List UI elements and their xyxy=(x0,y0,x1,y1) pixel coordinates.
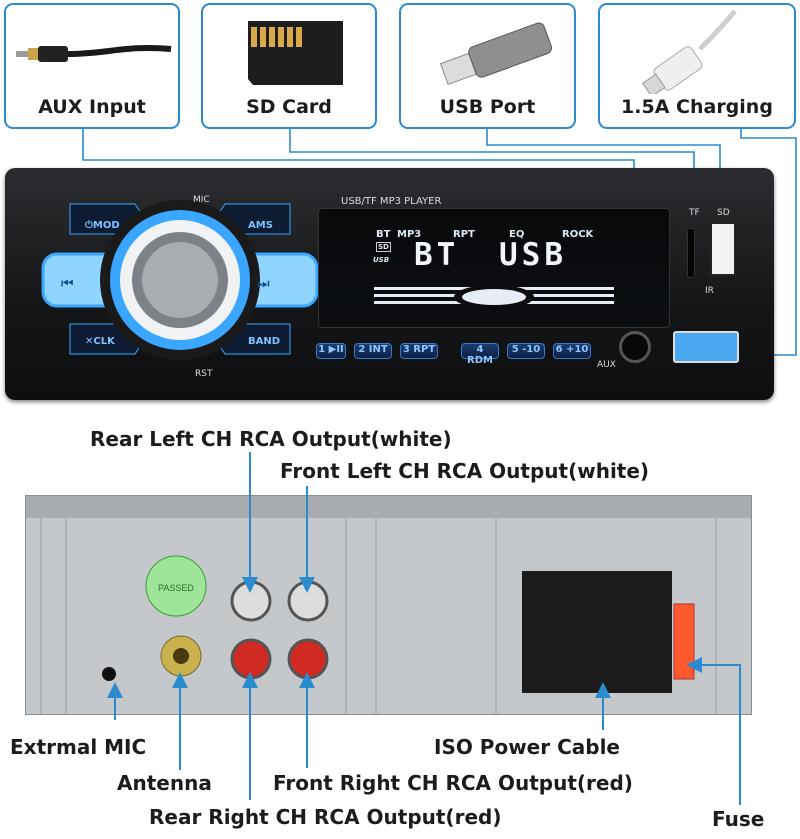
radio-front-panel: MIC RST ⏻MOD AMS ✕CLK BAND ⏮ ⏭ USB/TF MP… xyxy=(5,168,774,400)
tf-slot-label: TF xyxy=(689,208,700,218)
front-left-label: Front Left CH RCA Output(white) xyxy=(280,459,650,483)
power-icon: ⏻ xyxy=(85,220,93,231)
aux-jack[interactable] xyxy=(619,331,651,363)
lcd-mp3-indicator: MP3 xyxy=(397,229,422,240)
ams-button[interactable]: AMS xyxy=(248,220,273,231)
lcd-big-left: BT xyxy=(414,237,460,273)
radio-back-panel: PASSED xyxy=(25,495,752,715)
preset-button-3[interactable]: 3 RPT xyxy=(400,343,438,359)
band-button[interactable]: BAND xyxy=(248,336,281,347)
preset-button-6[interactable]: 6 +10 xyxy=(553,343,591,359)
usb-cable-icon xyxy=(641,9,737,94)
tf-card-slot[interactable] xyxy=(687,228,695,278)
lcd-equalizer-graphic xyxy=(374,285,614,309)
prev-button[interactable]: ⏮ xyxy=(61,276,74,292)
lcd-rpt-indicator: RPT xyxy=(453,229,475,240)
mute-icon: ✕ xyxy=(85,336,94,347)
front-right-label: Front Right CH RCA Output(red) xyxy=(273,771,633,795)
preset-button-4[interactable]: 4 RDM xyxy=(461,343,499,366)
callout-label: AUX Input xyxy=(38,96,146,118)
callout-label: 1.5A Charging xyxy=(621,96,773,118)
charging-usb-port[interactable] xyxy=(673,331,739,363)
lcd-eq-indicator: EQ xyxy=(509,229,525,240)
iso-power-label: ISO Power Cable xyxy=(434,735,620,759)
usb-port[interactable] xyxy=(710,222,736,276)
next-button[interactable]: ⏭ xyxy=(257,276,270,292)
preset-button-1[interactable]: 1 ▶II xyxy=(316,343,346,359)
callout-aux-input: AUX Input xyxy=(4,3,180,129)
aux-plug-icon xyxy=(16,44,172,62)
callout-usb-port: USB Port xyxy=(399,3,576,129)
sd-slot-label: SD xyxy=(717,208,730,218)
rear-right-label: Rear Right CH RCA Output(red) xyxy=(149,805,502,829)
callout-charging: 1.5A Charging xyxy=(598,3,796,129)
preset-button-2[interactable]: 2 INT xyxy=(354,343,392,359)
back-panel-graphic: PASSED xyxy=(26,496,751,714)
lcd-bt-indicator: BT xyxy=(376,229,391,240)
lcd-usb-indicator: USB xyxy=(373,256,390,264)
sd-card-icon xyxy=(248,21,343,85)
callout-label: USB Port xyxy=(439,96,536,118)
mod-button[interactable]: ⏻MOD xyxy=(85,220,120,231)
ir-label: IR xyxy=(705,286,714,296)
rear-left-label: Rear Left CH RCA Output(white) xyxy=(90,427,452,451)
usb-drive-icon xyxy=(439,22,553,86)
external-mic-label: Extrmal MIC xyxy=(10,735,147,759)
lcd-rock-indicator: ROCK xyxy=(562,229,594,240)
clk-button[interactable]: ✕CLK xyxy=(85,336,115,347)
lcd-big-right: USB xyxy=(499,237,567,273)
preset-button-5[interactable]: 5 -10 xyxy=(507,343,545,359)
lcd-display: BT MP3 RPT EQ ROCK SD USB BT USB xyxy=(318,208,670,328)
fuse-label: Fuse xyxy=(712,807,765,831)
mic-label: MIC xyxy=(193,195,210,205)
lcd-sd-indicator: SD xyxy=(376,242,391,252)
aux-port-label: AUX xyxy=(597,360,616,370)
control-cluster xyxy=(41,200,319,360)
callout-label: SD Card xyxy=(246,96,332,118)
rst-label: RST xyxy=(195,369,213,379)
callout-sd-card: SD Card xyxy=(201,3,377,129)
antenna-label: Antenna xyxy=(117,771,212,795)
passed-sticker-text: PASSED xyxy=(158,583,194,593)
player-title: USB/TF MP3 PLAYER xyxy=(341,196,442,207)
